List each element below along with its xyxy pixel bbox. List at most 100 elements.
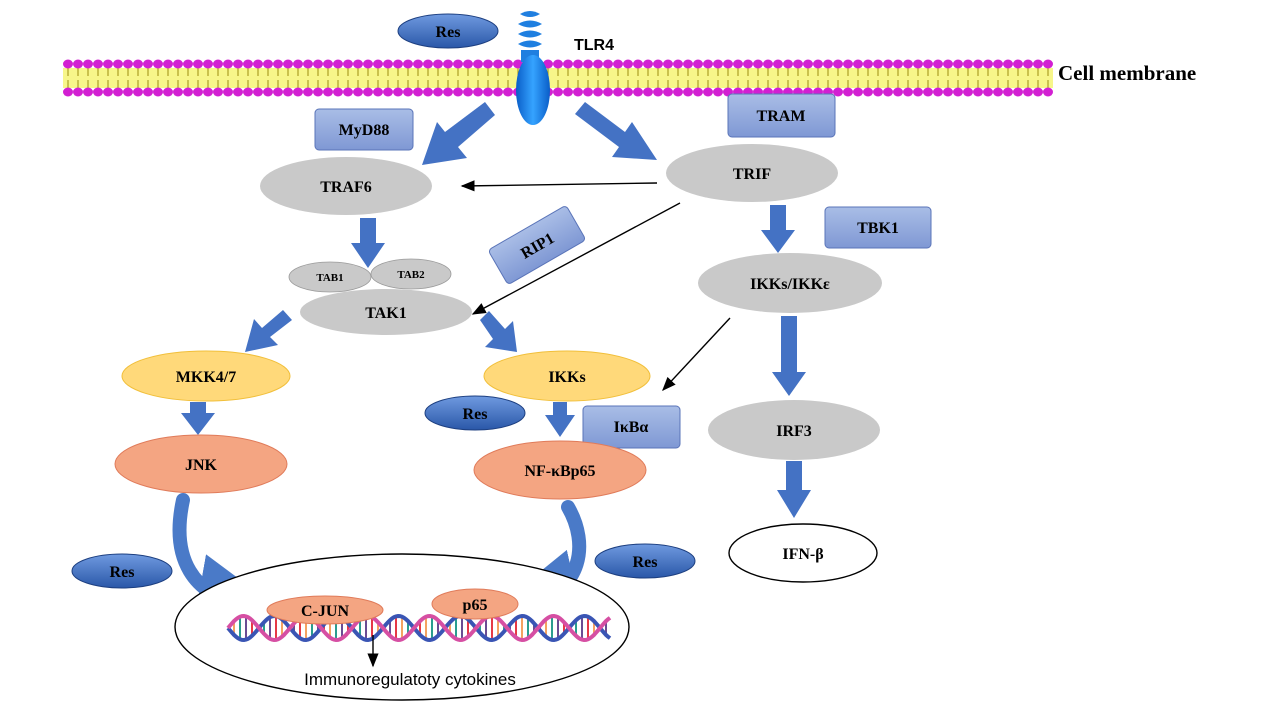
- lipid-head: [403, 87, 413, 97]
- lipid-head: [963, 87, 973, 97]
- lipid-head: [283, 59, 293, 69]
- lipid-head: [843, 87, 853, 97]
- lipid-head: [723, 59, 733, 69]
- lipid-head: [103, 87, 113, 97]
- arrow-tlr4-to-trif: [575, 102, 657, 160]
- lipid-head: [393, 59, 403, 69]
- res-right-label: Res: [633, 554, 658, 571]
- lipid-head: [403, 59, 413, 69]
- cjun-label: C-JUN: [301, 603, 349, 620]
- lipid-head: [173, 59, 183, 69]
- lipid-head: [693, 59, 703, 69]
- lipid-head: [773, 59, 783, 69]
- lipid-head: [503, 59, 513, 69]
- ikba-label: IκBα: [614, 419, 649, 436]
- res-ikk-inhibitor: Res: [424, 395, 526, 431]
- lipid-head: [583, 87, 593, 97]
- res-right-inhibitor: Res: [594, 543, 696, 579]
- lipid-head: [1033, 87, 1043, 97]
- lipid-head: [283, 87, 293, 97]
- lipid-head: [493, 87, 503, 97]
- lipid-head: [703, 59, 713, 69]
- lipid-head: [423, 59, 433, 69]
- dna-strand: [226, 613, 612, 643]
- lipid-head: [963, 59, 973, 69]
- lipid-head: [343, 87, 353, 97]
- lipid-head: [693, 87, 703, 97]
- node-traf6: TRAF6: [260, 157, 432, 215]
- lipid-head: [873, 87, 883, 97]
- lipid-head: [443, 87, 453, 97]
- lipid-head: [633, 87, 643, 97]
- lipid-head: [363, 87, 373, 97]
- lipid-head: [113, 59, 123, 69]
- lipid-head: [433, 59, 443, 69]
- lipid-head: [543, 59, 553, 69]
- lipid-head: [713, 59, 723, 69]
- lipid-head: [83, 87, 93, 97]
- lipid-head: [653, 87, 663, 97]
- arrow-ikke-to-irf3: [772, 316, 806, 396]
- lipid-head: [453, 87, 463, 97]
- lipid-head: [863, 87, 873, 97]
- lipid-head: [563, 87, 573, 97]
- lipid-head: [413, 59, 423, 69]
- lipid-head: [303, 59, 313, 69]
- lipid-head: [433, 87, 443, 97]
- lipid-head: [1013, 59, 1023, 69]
- lipid-head: [853, 59, 863, 69]
- lipid-head: [143, 59, 153, 69]
- lipid-head: [133, 59, 143, 69]
- thin-arrows: [460, 180, 731, 392]
- lipid-head: [913, 87, 923, 97]
- arrow-irf3-to-ifnb: [777, 461, 811, 518]
- lipid-head: [643, 59, 653, 69]
- lipid-head: [133, 87, 143, 97]
- lipid-head: [903, 87, 913, 97]
- lipid-head: [183, 59, 193, 69]
- lipid-head: [223, 87, 233, 97]
- lipid-head: [253, 87, 263, 97]
- node-p65: p65: [431, 588, 519, 620]
- lipid-head: [93, 87, 103, 97]
- node-ikks-ikke: IKKs/IKKε: [698, 253, 882, 313]
- lipid-head: [313, 87, 323, 97]
- lipid-head: [343, 59, 353, 69]
- node-nfkb: NF-κBp65: [473, 440, 647, 500]
- lipid-head: [833, 87, 843, 97]
- lipid-head: [93, 59, 103, 69]
- lipid-head: [833, 59, 843, 69]
- trif-label: TRIF: [733, 166, 771, 183]
- myd88-label: MyD88: [339, 122, 390, 139]
- lipid-head: [873, 59, 883, 69]
- arrow-trif-to-ikke: [761, 205, 795, 253]
- lipid-head: [293, 59, 303, 69]
- arrow-trif-to-traf6: [460, 180, 658, 192]
- lipid-head: [273, 59, 283, 69]
- lipid-head: [83, 59, 93, 69]
- lipid-head: [973, 59, 983, 69]
- lipid-head: [63, 87, 73, 97]
- lipid-head: [153, 59, 163, 69]
- lipid-head: [683, 59, 693, 69]
- lipid-head: [233, 59, 243, 69]
- res-top-label: Res: [436, 24, 461, 41]
- lipid-head: [453, 59, 463, 69]
- lipid-head: [643, 87, 653, 97]
- lipid-head: [703, 87, 713, 97]
- lipid-head: [553, 87, 563, 97]
- lipid-head: [353, 87, 363, 97]
- nucleus: C-JUN p65 Immunoregulatoty cytokines: [174, 553, 630, 701]
- lipid-head: [63, 59, 73, 69]
- membrane-tails: [67, 68, 1049, 88]
- lipid-head: [573, 59, 583, 69]
- lipid-head: [143, 87, 153, 97]
- lipid-head: [263, 87, 273, 97]
- nfkb-label: NF-κBp65: [524, 463, 595, 480]
- lipid-head: [683, 87, 693, 97]
- lipid-head: [933, 59, 943, 69]
- ikks-label: IKKs: [548, 369, 585, 386]
- ifnb-label: IFN-β: [782, 546, 823, 563]
- lipid-head: [393, 87, 403, 97]
